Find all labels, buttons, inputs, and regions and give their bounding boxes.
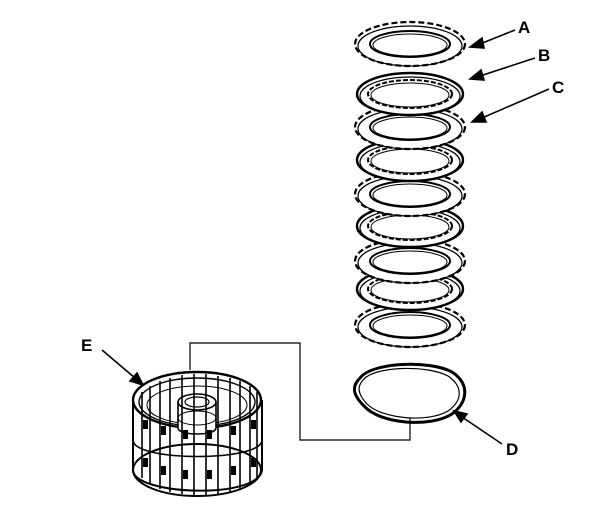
steel-plate xyxy=(355,71,465,117)
label-a: A xyxy=(518,18,530,37)
assembly-path-line xyxy=(189,342,411,441)
o-ring xyxy=(353,362,467,424)
clutch-disc-stack xyxy=(353,20,467,349)
leader-arrows xyxy=(101,29,550,445)
label-b: B xyxy=(538,46,550,65)
label-c: C xyxy=(552,78,564,97)
top-friction-disc xyxy=(353,20,467,68)
label-d: D xyxy=(506,440,518,459)
clutch-drum xyxy=(131,370,263,497)
label-e: E xyxy=(81,336,92,355)
